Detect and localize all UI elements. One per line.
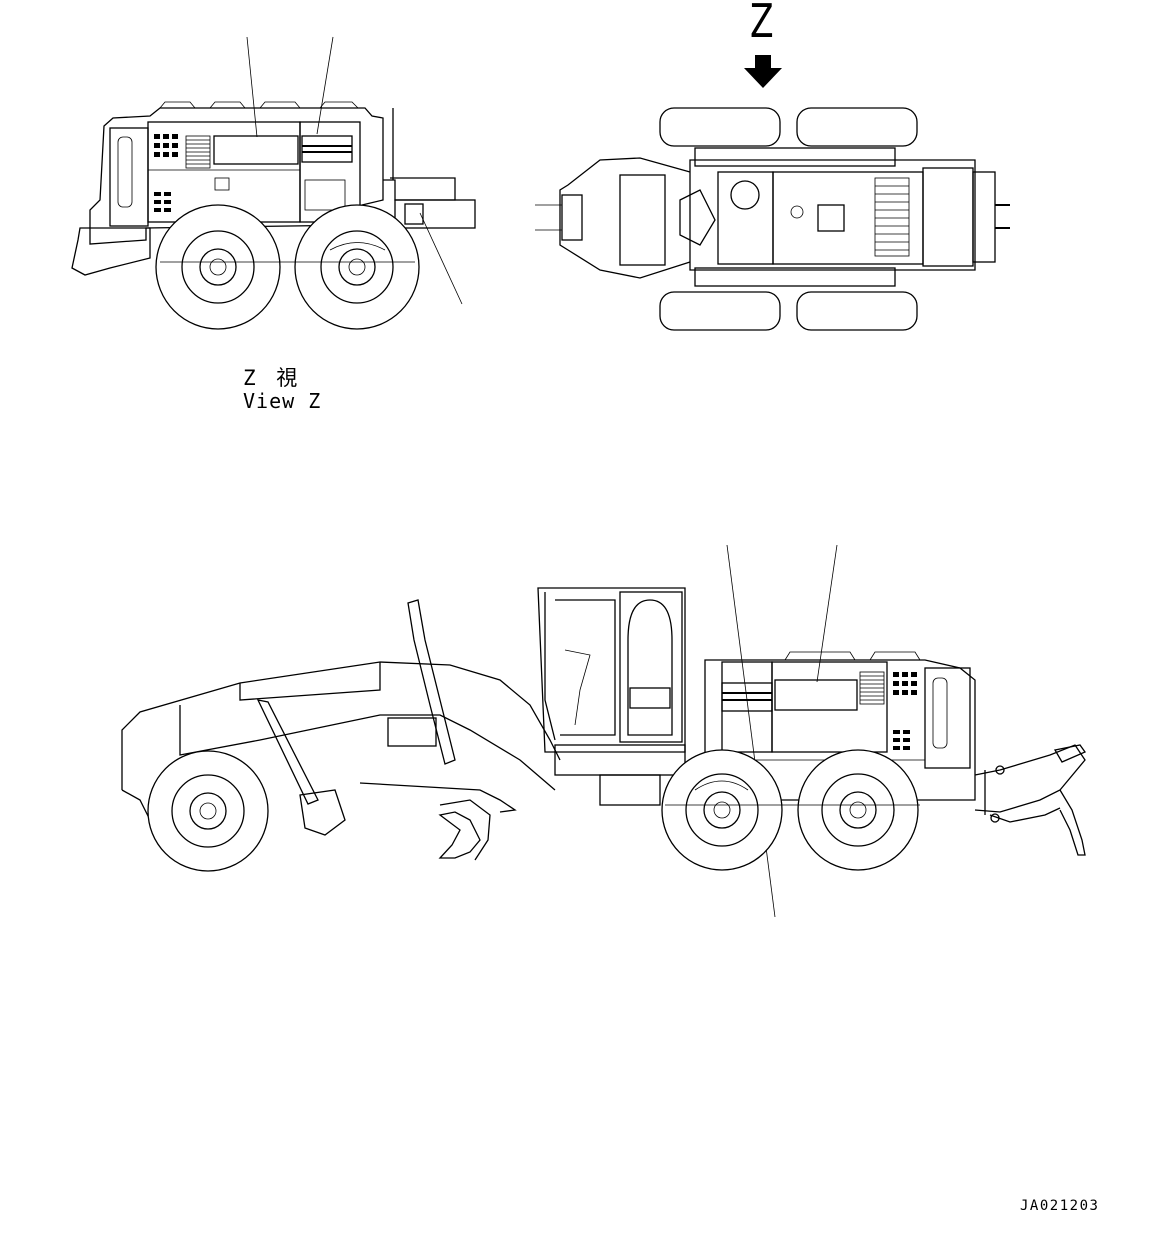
tire-rear-left xyxy=(796,107,918,147)
blade-tip xyxy=(438,811,481,859)
decal-plate-large xyxy=(213,135,299,165)
radiator-handle xyxy=(932,677,948,749)
leader-line-1 xyxy=(246,36,258,138)
operator-seat xyxy=(629,687,671,709)
leader-line-5 xyxy=(816,544,838,683)
main-side-view xyxy=(121,544,1086,918)
decal-plate-large-side xyxy=(774,679,858,711)
hood-side-panel-left xyxy=(721,661,773,753)
cab-floor-top xyxy=(717,171,774,265)
ripper-top xyxy=(1053,744,1086,763)
lift-cylinder xyxy=(407,599,456,765)
tire-front-left xyxy=(659,107,781,147)
top-cap-square xyxy=(817,204,845,232)
cab-window xyxy=(627,599,673,736)
rear-cooler-top xyxy=(972,171,996,263)
hood-side-panel-right xyxy=(771,661,888,753)
top-grille xyxy=(874,177,910,257)
tandem-wheel-rear-side xyxy=(797,749,919,871)
hood-rails xyxy=(784,651,921,661)
tandem-right xyxy=(694,267,896,287)
view-label-japanese: Z 視 xyxy=(243,366,302,390)
cab-pillar xyxy=(544,592,556,741)
rear-side-view xyxy=(71,36,476,330)
tandem-wheel-front xyxy=(155,204,281,330)
view-direction-arrow-icon xyxy=(744,55,782,88)
moldboard xyxy=(439,799,491,861)
vent-grille-left xyxy=(185,135,211,169)
drawbar-link xyxy=(256,699,319,805)
top-hatch-round xyxy=(730,180,760,210)
tire-rear-right xyxy=(796,291,918,331)
tandem-left xyxy=(694,147,896,167)
front-wheel xyxy=(147,750,269,872)
indicator-blocks xyxy=(154,134,178,212)
rear-handle xyxy=(117,136,133,208)
indicator-blocks-side xyxy=(893,672,917,750)
scarifier xyxy=(299,789,346,836)
top-rails xyxy=(159,101,359,109)
cab xyxy=(537,587,686,753)
moldboard-arm xyxy=(359,782,517,813)
articulation-joint xyxy=(679,189,716,246)
windshield-frame xyxy=(555,599,616,736)
body-outline-top xyxy=(689,159,976,271)
drawing-code: JA021203 xyxy=(1020,1198,1100,1214)
cab-base xyxy=(554,744,686,776)
leader-line-2 xyxy=(316,36,334,135)
direction-arrow-letter: Z xyxy=(750,0,774,48)
decal-plate-small xyxy=(301,135,353,163)
rear-bumper xyxy=(71,227,151,276)
fuel-cap xyxy=(214,177,230,191)
engine-hood xyxy=(89,107,384,245)
view-label-english: View Z xyxy=(243,389,322,413)
radiator-side xyxy=(924,667,971,769)
front-frame-arch xyxy=(121,661,561,790)
ripper-shank xyxy=(1059,789,1086,856)
rear-box xyxy=(404,203,424,225)
top-view xyxy=(535,55,1010,331)
rear-frame xyxy=(383,177,456,201)
vent-grille-side xyxy=(859,671,885,705)
tire-front-right xyxy=(659,291,781,331)
front-frame-top xyxy=(559,157,691,279)
cab-door xyxy=(619,591,683,743)
cab-step xyxy=(599,774,661,806)
hitch-body xyxy=(394,199,476,229)
tandem-wheel-rear xyxy=(294,204,420,330)
ripper-arm xyxy=(974,744,1086,813)
radiator-top xyxy=(922,167,974,267)
frame-box xyxy=(387,717,437,747)
rear-panel xyxy=(109,127,149,227)
decal-plate-small-side xyxy=(721,682,773,712)
circle-drive-top xyxy=(619,174,666,266)
leader-line-3 xyxy=(419,212,463,305)
leader-line-4 xyxy=(726,544,776,918)
tandem-wheel-front-side xyxy=(661,749,783,871)
steering-column xyxy=(564,649,591,726)
